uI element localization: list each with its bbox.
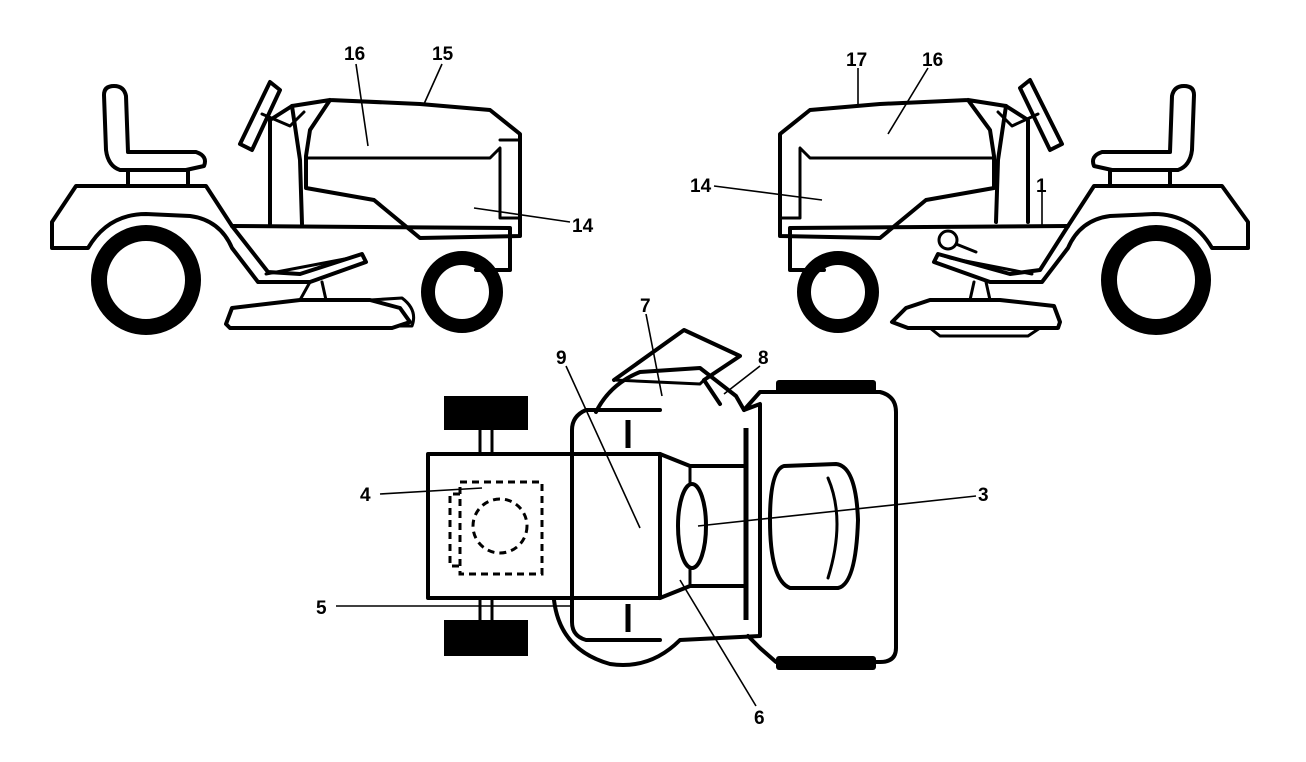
discharge-chute-left (368, 296, 416, 328)
front-wheel-top-lower (444, 620, 528, 656)
callout-top-3: 3 (978, 485, 989, 506)
callout-top-9: 9 (556, 348, 567, 369)
lift-lever-knob-right (937, 229, 959, 251)
dash-right (994, 104, 1030, 224)
rear-wheel-left (91, 225, 201, 335)
engine-dashed-outline-back (448, 492, 460, 568)
hood-side-line-right (778, 146, 996, 220)
callout-right-16: 16 (922, 50, 943, 71)
engine-dashed-outline (458, 480, 544, 576)
tractor-right-side-view (778, 78, 1250, 338)
front-wheel-right (797, 251, 879, 333)
tractor-left-side-view (50, 80, 522, 335)
callout-left-15: 15 (432, 44, 454, 65)
callout-labels: 16 15 14 17 16 14 1 7 8 9 4 3 5 6 (316, 44, 1047, 729)
seat-base-right (1108, 168, 1172, 188)
callout-top-8: 8 (758, 348, 769, 369)
discharge-chute-edge-top (612, 378, 706, 386)
seat-left (102, 84, 207, 172)
deck-skirt-right (928, 326, 1042, 338)
callout-right-1: 1 (1036, 176, 1047, 197)
callout-top-5: 5 (316, 598, 327, 619)
steering-wheel-top (676, 482, 708, 570)
callout-left-16: 16 (344, 44, 365, 65)
discharge-chute-top (612, 328, 742, 406)
rear-body-top (742, 390, 898, 664)
front-wheel-top-upper (444, 396, 528, 430)
engine-dashed-circle (471, 497, 529, 555)
leader-lines (336, 63, 1043, 707)
foot-pedal-left (264, 252, 364, 276)
front-wheel-left (421, 251, 503, 333)
hood-right (778, 98, 1008, 240)
steering-wheel-right (1018, 78, 1064, 152)
mower-deck-right (890, 298, 1062, 330)
lift-lever-right (954, 242, 978, 254)
steering-wheel-left (238, 80, 282, 152)
callout-top-4: 4 (360, 485, 371, 506)
foot-pedal-right (936, 252, 1034, 276)
seat-top (768, 462, 860, 590)
hood-left (290, 98, 522, 240)
front-axle-top (478, 428, 494, 622)
callout-top-6: 6 (754, 708, 765, 729)
callout-top-7: 7 (640, 296, 651, 317)
tractor-top-view (426, 328, 898, 670)
deck-mount-left (298, 280, 328, 302)
seat-base-left (126, 168, 190, 188)
callout-right-14: 14 (690, 176, 712, 197)
hood-top (426, 452, 662, 600)
frame-top (570, 408, 662, 642)
deck-mount-right (968, 280, 992, 302)
mower-deck-left (224, 298, 412, 330)
seat-right (1091, 84, 1196, 172)
seat-back-top (826, 476, 839, 580)
callout-left-14: 14 (572, 216, 594, 237)
hood-side-line-left (304, 146, 522, 220)
rear-wheel-right (1101, 225, 1211, 335)
callout-right-17: 17 (846, 50, 867, 71)
